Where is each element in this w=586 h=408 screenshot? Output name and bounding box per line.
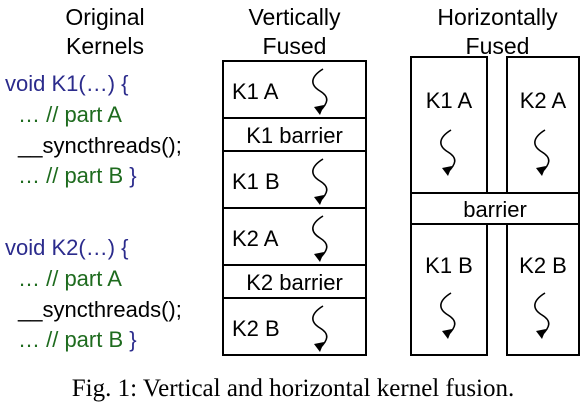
hfused-barrier-label: barrier xyxy=(463,197,527,222)
code-k2-part-b: … // part B } xyxy=(18,329,137,351)
code-k1-close-brace: } xyxy=(123,163,137,188)
header-vertical-line1: Vertically xyxy=(248,4,341,30)
header-original-line1: Original xyxy=(65,4,145,30)
thread-squiggle-icon xyxy=(534,129,550,176)
vfused-k2-barrier-block: K2 barrier xyxy=(222,264,367,299)
vfused-k2-barrier-label: K2 barrier xyxy=(246,270,343,295)
hfused-k1b-label: K1 B xyxy=(425,253,473,278)
code-k2-signature: void K2(…) { xyxy=(5,237,129,259)
code-k1-syncthreads: __syncthreads(); xyxy=(18,133,182,158)
thread-squiggle-icon xyxy=(440,129,456,176)
thread-squiggle-icon xyxy=(312,158,328,205)
vfused-k1b-label: K1 B xyxy=(232,169,280,194)
code-k2-part-b-comment: … // part B xyxy=(18,327,124,352)
code-k1-signature-rest: K1(…) { xyxy=(45,71,129,96)
hfused-k2b-label: K2 B xyxy=(519,253,567,278)
code-k2-syncthreads: __syncthreads(); xyxy=(18,297,182,322)
vfused-k1a-block: K1 A xyxy=(222,60,367,119)
vfused-k1b-block: K1 B xyxy=(222,150,367,209)
header-original-line2: Kernels xyxy=(66,33,144,59)
thread-squiggle-icon xyxy=(312,68,328,115)
code-k1-void-keyword: void xyxy=(5,71,46,96)
vfused-k2a-block: K2 A xyxy=(222,207,367,266)
thread-squiggle-icon xyxy=(312,215,328,262)
hfused-k2a-block: K2 A xyxy=(506,56,580,194)
figure-caption: Fig. 1: Vertical and horizontal kernel f… xyxy=(71,375,515,402)
code-k1-part-b-comment: … // part B xyxy=(18,163,124,188)
hfused-k2b-block: K2 B xyxy=(506,223,580,356)
code-k1-part-a: … // part A xyxy=(18,102,122,127)
code-k2-signature-rest: K2(…) { xyxy=(45,235,129,260)
header-vertical-line2: Fused xyxy=(262,33,327,59)
vfused-k2a-label: K2 A xyxy=(232,226,279,251)
code-k2-void-keyword: void xyxy=(5,235,46,260)
hfused-k1a-label: K1 A xyxy=(425,88,473,113)
vfused-k2b-label: K2 B xyxy=(232,316,280,341)
hfused-k1b-block: K1 B xyxy=(410,223,488,356)
thread-squiggle-icon xyxy=(440,292,456,339)
header-horizontal-line2: Fused xyxy=(465,33,530,59)
hfused-k2a-label: K2 A xyxy=(519,88,567,113)
vfused-k1a-label: K1 A xyxy=(232,79,279,104)
vfused-k1-barrier-label: K1 barrier xyxy=(246,123,343,148)
code-k1-part-b: … // part B } xyxy=(18,165,137,187)
header-horizontal-line1: Horizontally xyxy=(437,4,558,30)
hfused-k1a-block: K1 A xyxy=(410,56,488,194)
thread-squiggle-icon xyxy=(312,305,328,352)
thread-squiggle-icon xyxy=(534,292,550,339)
hfused-barrier-block: barrier xyxy=(410,192,580,225)
vfused-k2b-block: K2 B xyxy=(222,297,367,356)
code-k1-signature: void K1(…) { xyxy=(5,73,129,95)
code-k2-close-brace: } xyxy=(123,327,137,352)
vfused-k1-barrier-block: K1 barrier xyxy=(222,117,367,152)
code-k2-part-a: … // part A xyxy=(18,266,122,291)
